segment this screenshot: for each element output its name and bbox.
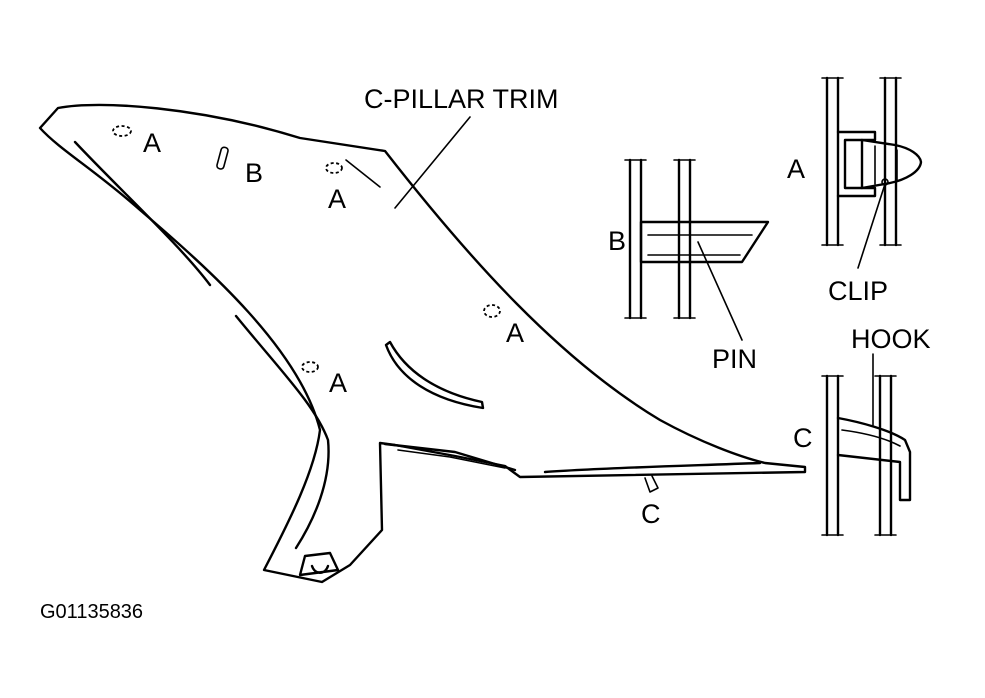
label-a4: A	[329, 368, 347, 398]
trim-bottom-lip-inner	[397, 449, 506, 469]
detail-b	[624, 158, 770, 341]
detail-a-clip	[860, 138, 923, 190]
trim-curved-slot	[384, 340, 485, 410]
detail-a-panel-caps	[821, 77, 902, 246]
pin-slot-b	[216, 146, 229, 170]
trim-bottom-tab	[298, 551, 340, 577]
detail-c-panel-right	[878, 374, 893, 537]
detail-c-panel-left	[825, 374, 840, 537]
title-leader-line	[394, 116, 471, 209]
c-pillar-trim-panel	[38, 103, 807, 584]
trim-bottom-lip	[383, 442, 762, 474]
detail-c-letter: C	[793, 423, 813, 453]
detail-b-panel-caps	[624, 159, 696, 319]
detail-c-panel-caps	[821, 375, 897, 536]
clip-hole-a1	[112, 125, 132, 137]
trim-inner-edge-lower	[234, 314, 330, 550]
hook-tab-c	[644, 475, 659, 493]
clip-hole-a2	[325, 162, 343, 174]
detail-a-panel-left	[825, 76, 840, 247]
detail-a-panel-right	[883, 76, 898, 247]
detail-a-letter: A	[787, 154, 805, 184]
figure-id: G01135836	[40, 601, 143, 623]
detail-c-hook	[836, 416, 912, 502]
detail-c-hook-inner	[841, 429, 901, 447]
trim-fold-line	[345, 159, 381, 188]
detail-b-panel-left	[628, 158, 643, 320]
detail-a-bracket	[836, 130, 877, 198]
label-b: B	[245, 158, 263, 188]
detail-a-part-label: CLIP	[828, 276, 888, 306]
detail-b-pin-inner	[647, 234, 753, 256]
detail-b-letter: B	[608, 226, 626, 256]
label-c: C	[641, 499, 661, 529]
label-a2: A	[328, 184, 346, 214]
detail-c	[821, 353, 912, 537]
detail-a-clip-lines	[874, 145, 898, 185]
detail-b-leader	[697, 241, 743, 341]
diagram-title: C-PILLAR TRIM	[364, 84, 559, 114]
detail-b-pin	[639, 220, 770, 264]
label-a3: A	[506, 318, 524, 348]
detail-b-part-label: PIN	[712, 344, 757, 374]
clip-hole-a3	[483, 304, 501, 318]
detail-b-panel-right	[677, 158, 692, 320]
trim-inner-edge-upper	[73, 140, 212, 287]
clip-hole-a4	[301, 361, 319, 373]
detail-a	[821, 76, 923, 269]
detail-c-part-label: HOOK	[851, 324, 931, 354]
label-a1: A	[143, 128, 161, 158]
detail-a-leader	[857, 183, 886, 269]
trim-outline	[38, 103, 807, 584]
